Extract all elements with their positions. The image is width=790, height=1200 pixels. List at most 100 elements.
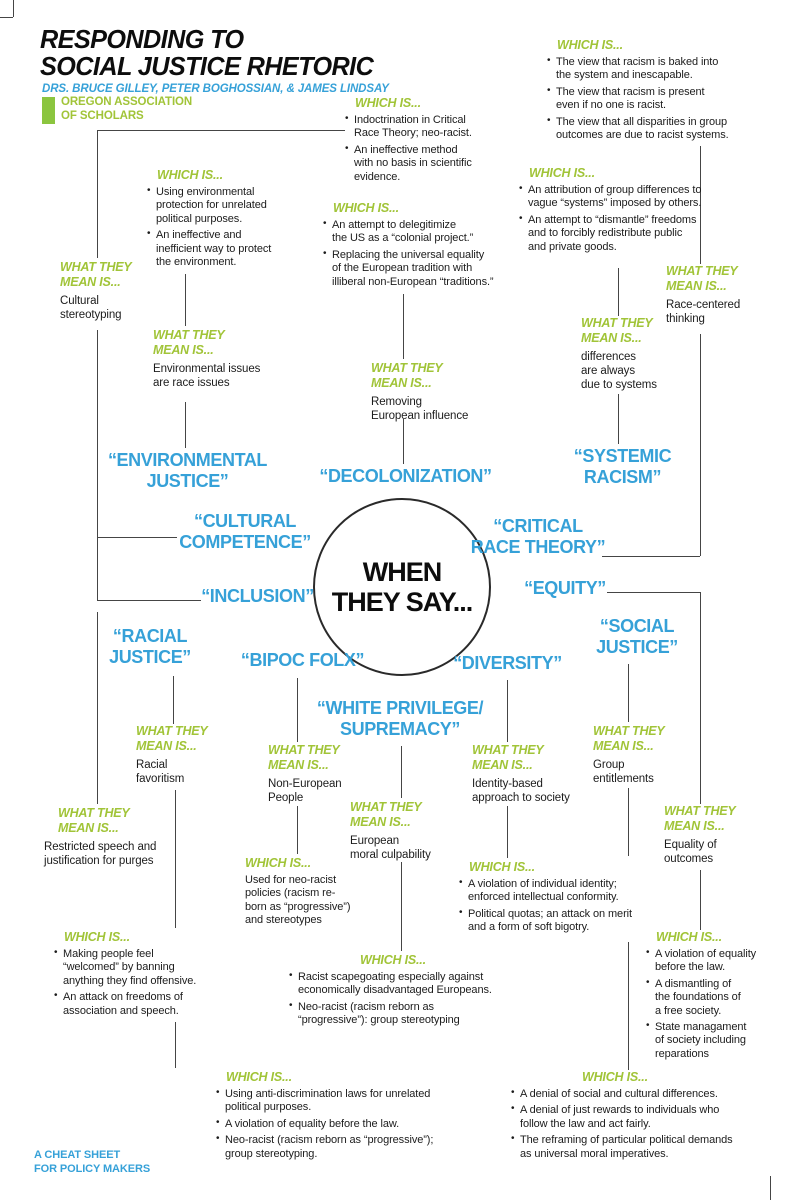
which-text: Used for neo-racist policies (racism re-…	[245, 874, 351, 927]
mean-text: Restricted speech and justification for …	[44, 840, 157, 867]
which-block-social-justice: WHICH IS... A denial of social and cultu…	[510, 1070, 790, 1164]
which-block-inclusion: WHICH IS... Making people feel “welcomed…	[53, 930, 243, 1021]
what-they-mean-heading: WHAT THEY MEAN IS...	[593, 724, 665, 753]
mean-text: Racial favoritism	[136, 758, 185, 785]
bullet-item: An ineffective and inefficient way to pr…	[146, 228, 356, 269]
which-block-diversity: WHICH IS... A violation of individual id…	[458, 860, 673, 938]
connector-line	[403, 294, 404, 359]
mean-text: Non-European People	[268, 777, 342, 804]
which-block-equity: WHICH IS... A violation of equality befo…	[645, 930, 785, 1064]
mean-text: Removing European influence	[371, 395, 469, 422]
footer-tagline: A CHEAT SHEET FOR POLICY MAKERS	[34, 1149, 151, 1176]
connector-line	[700, 592, 701, 804]
bullet-item: An ineffective method with no basis in s…	[344, 143, 564, 184]
mean-block-decolonization: WHAT THEY MEAN IS... Removing European i…	[371, 361, 531, 423]
bullet-item: A denial of social and cultural differen…	[510, 1087, 790, 1101]
mean-text: European moral culpability	[350, 834, 431, 861]
connector-line	[628, 942, 629, 1070]
what-they-mean-heading: WHAT THEY MEAN IS...	[472, 743, 544, 772]
connector-line	[507, 680, 508, 742]
when-they-say-circle: WHEN THEY SAY...	[313, 498, 491, 676]
mean-block-equity: WHAT THEY MEAN IS... Equality of outcome…	[664, 804, 769, 866]
connector-line	[618, 394, 619, 444]
what-they-mean-heading: WHAT THEY MEAN IS...	[60, 260, 132, 289]
what-they-mean-heading: WHAT THEY MEAN IS...	[268, 743, 340, 772]
crop-mark	[770, 1176, 771, 1200]
connector-line	[401, 746, 402, 798]
mean-block-cultural-competence: WHAT THEY MEAN IS... Cultural stereotypi…	[60, 260, 190, 322]
which-is-heading: WHICH IS...	[333, 201, 399, 215]
bullet-item: Replacing the universal equality of the …	[322, 248, 570, 289]
which-block-racial-justice: WHICH IS... Using anti-discrimination la…	[215, 1070, 515, 1164]
mean-text: Equality of outcomes	[664, 838, 717, 865]
what-they-mean-heading: WHAT THEY MEAN IS...	[153, 328, 225, 357]
bullet-item: Using environmental protection for unrel…	[146, 185, 356, 226]
connector-line	[97, 330, 98, 600]
mean-text: Environmental issues are race issues	[153, 362, 261, 389]
connector-line	[700, 334, 701, 556]
circle-text-line1: WHEN	[362, 556, 442, 587]
bullet-item: The view that racism is baked into the s…	[546, 55, 790, 83]
mean-text: Race-centered thinking	[666, 298, 741, 325]
connector-line	[700, 870, 701, 930]
bullet-item: Political quotas; an attack on merit and…	[458, 907, 673, 935]
bullet-item: Using anti-discrimination laws for unrel…	[215, 1087, 515, 1115]
which-is-heading: WHICH IS...	[64, 930, 130, 944]
term-inclusion: “INCLUSION”	[201, 586, 314, 606]
bullet-item: A dismantling of the foundations of a fr…	[645, 977, 785, 1018]
mean-block-social-justice: WHAT THEY MEAN IS... Group entitlements	[593, 724, 708, 786]
bullet-item: A violation of individual identity; enfo…	[458, 877, 673, 905]
term-systemic-racism: “SYSTEMIC RACISM”	[573, 446, 672, 487]
mean-block-inclusion: WHAT THEY MEAN IS... Restricted speech a…	[44, 806, 219, 868]
bullet-item: Indoctrination in Critical Race Theory; …	[344, 113, 564, 141]
bullet-item: A violation of equality before the law.	[215, 1117, 515, 1131]
connector-line	[97, 537, 177, 538]
crop-mark	[0, 17, 13, 18]
what-they-mean-heading: WHAT THEY MEAN IS...	[58, 806, 130, 835]
connector-line	[185, 274, 186, 326]
connector-line	[628, 664, 629, 722]
bullet-item: The reframing of particular political de…	[510, 1133, 790, 1161]
what-they-mean-heading: WHAT THEY MEAN IS...	[581, 316, 653, 345]
mean-block-critical-race-theory: WHAT THEY MEAN IS... Race-centered think…	[666, 264, 781, 326]
which-block-critical-race-theory: WHICH IS... An attribution of group diff…	[518, 166, 723, 257]
which-is-heading: WHICH IS...	[469, 860, 535, 874]
bullet-item: Neo-racist (racism reborn as “progressiv…	[215, 1133, 515, 1161]
what-they-mean-heading: WHAT THEY MEAN IS...	[371, 361, 443, 390]
what-they-mean-heading: WHAT THEY MEAN IS...	[664, 804, 736, 833]
connector-line	[97, 130, 98, 258]
term-racial-justice: “RACIAL JUSTICE”	[109, 626, 191, 667]
which-is-heading: WHICH IS...	[529, 166, 595, 180]
what-they-mean-heading: WHAT THEY MEAN IS...	[350, 800, 422, 829]
connector-line	[607, 592, 700, 593]
authors-line: DRS. BRUCE GILLEY, PETER BOGHOSSIAN, & J…	[42, 83, 389, 95]
which-block-systemic-racism: WHICH IS... The view that racism is bake…	[546, 38, 790, 145]
which-block-environmental-justice: WHICH IS... Using environmental protecti…	[146, 168, 356, 272]
mean-block-white-privilege: WHAT THEY MEAN IS... European moral culp…	[350, 800, 495, 862]
circle-text-line2: THEY SAY...	[331, 587, 474, 617]
crop-mark	[13, 0, 14, 17]
org-logo-mark	[42, 97, 55, 124]
term-social-justice: “SOCIAL JUSTICE”	[596, 616, 678, 657]
connector-line	[97, 600, 201, 601]
connector-line	[175, 1022, 176, 1068]
connector-line	[403, 419, 404, 464]
connector-line	[175, 790, 176, 928]
mean-text: differences are always due to systems	[581, 350, 657, 391]
connector-line	[297, 806, 298, 854]
which-block-white-privilege: WHICH IS... Racist scapegoating especial…	[288, 953, 563, 1031]
mean-block-systemic-racism: WHAT THEY MEAN IS... differences are alw…	[581, 316, 701, 392]
connector-line	[173, 676, 174, 724]
connector-line	[507, 806, 508, 858]
connector-line	[185, 402, 186, 448]
which-block-cultural-competence: WHICH IS... Indoctrination in Critical R…	[344, 96, 564, 187]
bullet-item: An attribution of group differences to v…	[518, 183, 723, 211]
mean-block-racial-justice: WHAT THEY MEAN IS... Racial favoritism	[136, 724, 251, 786]
mean-block-bipoc-folx: WHAT THEY MEAN IS... Non-European People	[268, 743, 393, 805]
which-is-heading: WHICH IS...	[355, 96, 421, 110]
which-block-bipoc-folx: WHICH IS... Used for neo-racist policies…	[245, 856, 410, 928]
bullet-item: Neo-racist (racism reborn as “progressiv…	[288, 1000, 563, 1028]
bullet-item: An attack on freedoms of association and…	[53, 990, 243, 1018]
connector-line	[602, 556, 700, 557]
